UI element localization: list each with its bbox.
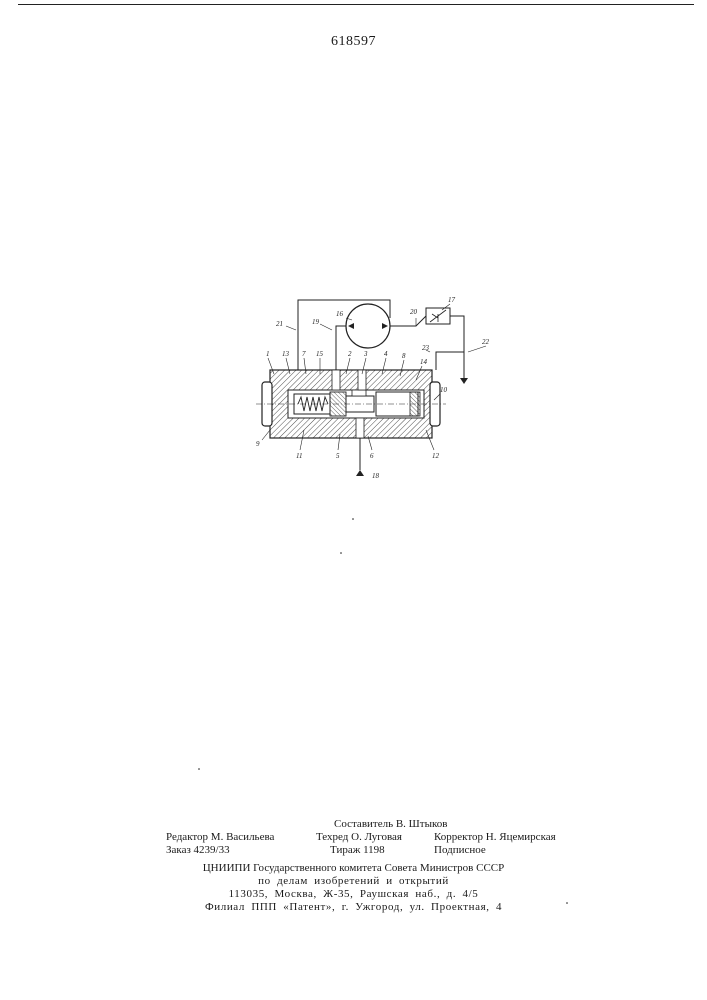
label-2: 2 xyxy=(348,350,352,358)
label-23: 23 xyxy=(422,344,430,352)
scan-speck xyxy=(198,768,200,770)
label-8: 8 xyxy=(402,352,406,360)
org-line-1: ЦНИИПИ Государственного комитета Совета … xyxy=(0,862,707,875)
drain-symbol-bottom xyxy=(356,470,364,476)
label-15: 15 xyxy=(316,350,324,358)
label-7: 7 xyxy=(302,350,306,358)
label-1: 1 xyxy=(266,350,270,358)
editor-line: Редактор М. Васильева xyxy=(166,831,274,844)
label-9: 9 xyxy=(256,440,260,448)
scan-speck xyxy=(340,552,342,554)
label-6: 6 xyxy=(370,452,374,460)
label-19: 19 xyxy=(312,318,320,326)
compiler-line: Составитель В. Штыков xyxy=(334,818,447,831)
order-line: Заказ 4239/33 xyxy=(166,844,230,857)
label-14: 14 xyxy=(420,358,428,366)
label-11: 11 xyxy=(296,452,302,460)
label-13: 13 xyxy=(282,350,290,358)
subscription-line: Подписное xyxy=(434,844,486,857)
org-line-3: 113035, Москва, Ж-35, Раушская наб., д. … xyxy=(0,888,707,901)
drain-symbol-right xyxy=(460,378,468,384)
circulation-line: Тираж 1198 xyxy=(330,844,385,857)
label-4: 4 xyxy=(384,350,388,358)
label-10: 10 xyxy=(440,386,448,394)
label-20: 20 xyxy=(410,308,418,316)
techred-line: Техред О. Луговая xyxy=(316,831,402,844)
top-rule xyxy=(18,4,694,5)
label-12: 12 xyxy=(432,452,440,460)
patent-number: 618597 xyxy=(0,34,707,50)
org-line-4: Филиал ППП «Патент», г. Ужгород, ул. Про… xyxy=(0,901,707,914)
label-3: 3 xyxy=(363,350,368,358)
label-17: 17 xyxy=(448,296,456,304)
label-5: 5 xyxy=(336,452,340,460)
scan-speck xyxy=(352,518,354,520)
label-21: 21 xyxy=(276,320,283,328)
label-18: 18 xyxy=(372,472,380,480)
label-22: 22 xyxy=(482,338,490,346)
valve-body xyxy=(256,370,446,438)
corrector-line: Корректор Н. Яцемирская xyxy=(434,831,556,844)
org-line-2: по делам изобретений и открытий xyxy=(0,875,707,888)
valve-drawing: 1 13 7 15 2 3 4 8 14 10 9 11 5 6 12 18 2… xyxy=(240,290,500,500)
label-16: 16 xyxy=(336,310,344,318)
